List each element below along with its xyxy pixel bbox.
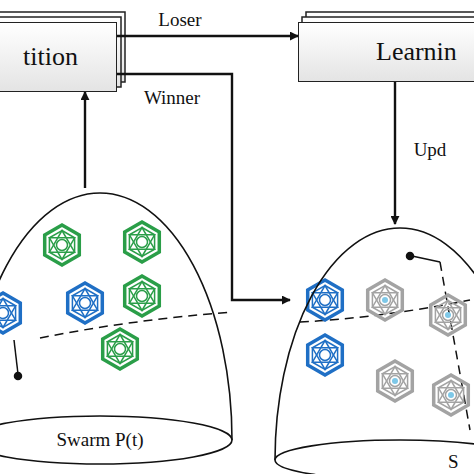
- box-label: Learnin: [376, 37, 457, 67]
- swarm-dome: S: [290, 224, 474, 474]
- particle-icons: [0, 222, 468, 415]
- arrow-connector: [394, 82, 396, 224]
- arrow-connector: [117, 35, 298, 37]
- dome-base: [0, 416, 232, 464]
- arrow-connector: [84, 92, 86, 188]
- swarm-dome: Swarm P(t): [0, 188, 240, 474]
- dome-arc: [0, 193, 232, 440]
- process-box: tition: [0, 22, 117, 92]
- edge-label: Winner: [142, 87, 202, 109]
- dome-arc: [275, 228, 474, 460]
- box-label: tition: [23, 42, 78, 72]
- dome-base: [275, 440, 474, 474]
- process-box: Learnin: [298, 22, 474, 82]
- swarm-label: Swarm P(t): [56, 429, 143, 451]
- arrow-connector: [117, 74, 290, 300]
- edge-label: Upd: [412, 139, 449, 161]
- dome-outline: [290, 224, 474, 474]
- dome-detail: [14, 253, 470, 431]
- edge-label: Loser: [156, 9, 203, 31]
- swarm-label: S: [448, 451, 459, 473]
